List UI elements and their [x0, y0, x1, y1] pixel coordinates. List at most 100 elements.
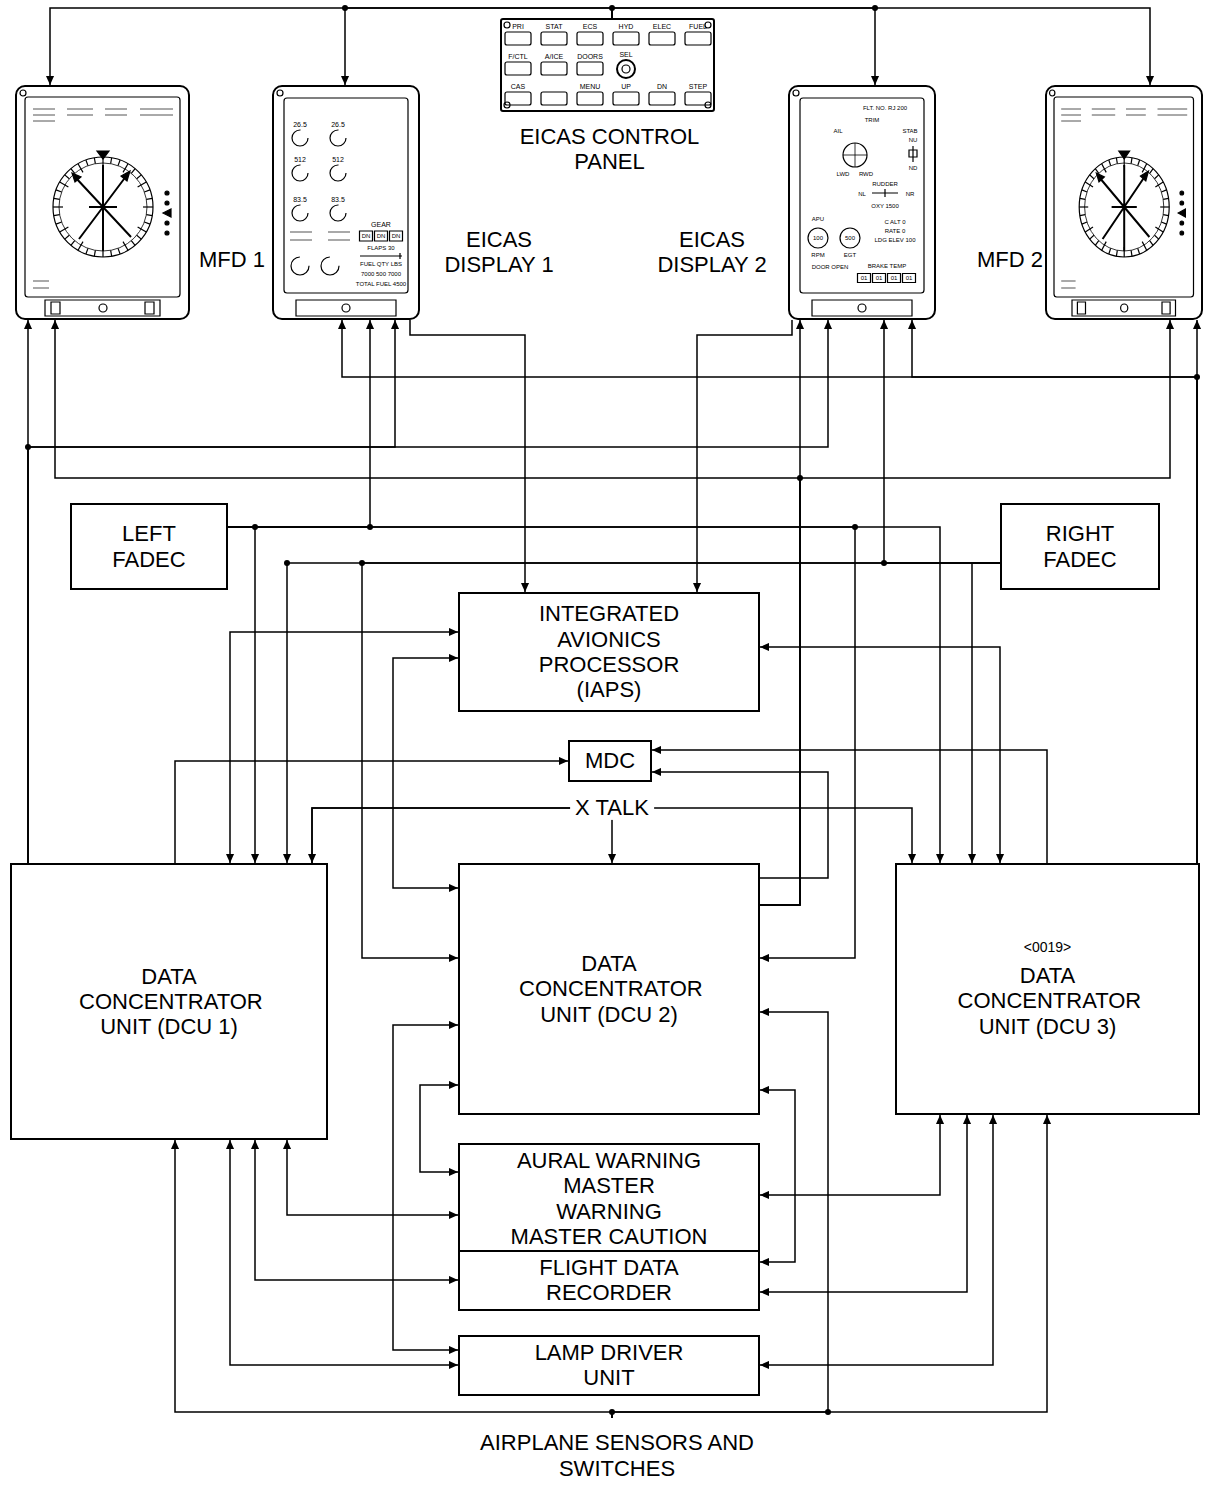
panel-button [577, 92, 603, 105]
dcu-box: DATA CONCENTRATOR UNIT (DCU 1) [10, 863, 328, 1140]
screen-readout-text: OXY 1500 [871, 203, 899, 209]
gauge [292, 165, 308, 181]
panel-button [613, 32, 639, 45]
node-title: AURAL WARNING MASTER WARNING MASTER CAUT… [509, 1148, 709, 1249]
connector-line [760, 320, 1170, 905]
node-title: EICAS DISPLAY 1 [424, 227, 574, 278]
connector-line [1196, 320, 1198, 863]
screen-readout-text: 01 [891, 275, 898, 281]
connector-line [393, 658, 458, 888]
connector-line [393, 1025, 458, 1350]
bezel-knob [858, 304, 866, 312]
screen-readout-text: NR [906, 191, 915, 197]
gear-box [360, 231, 373, 241]
stab-scale [912, 146, 913, 162]
screw [277, 90, 283, 96]
screen-readout-text: 512 [332, 156, 344, 163]
screen-readout-text: 83.5 [293, 196, 307, 203]
screen-readout-text: 500 [845, 235, 855, 241]
connector-line [760, 1115, 967, 1292]
connector-line [697, 320, 792, 592]
screen-readout-text: 7000 500 7000 [361, 271, 401, 277]
screen-frame [284, 98, 408, 293]
panel-buttons [505, 32, 711, 105]
node-title: LEFT FADEC [84, 521, 214, 572]
screen-readout-text: RUDDER [872, 181, 898, 187]
screen-readout-text: STAB [902, 128, 917, 134]
connector-line [28, 320, 395, 863]
node-title: MFD 2 [975, 247, 1045, 272]
button-label: UP [621, 83, 631, 90]
panel-button [649, 32, 675, 45]
screw [793, 90, 799, 96]
gauge [292, 205, 308, 221]
button-label: A/ICE [545, 53, 563, 60]
recorder-box: FLIGHT DATA RECORDER [458, 1250, 760, 1311]
fadec-box: LEFT FADEC [70, 503, 228, 590]
bezel-strip [296, 300, 396, 316]
connector-line [760, 1115, 940, 1195]
gauge [292, 130, 308, 146]
screen-readout-text: BRAKE TEMP [868, 263, 907, 269]
gauge [330, 165, 346, 181]
control-panel: EICAS CONTROL PANEL [500, 18, 715, 112]
screen-readout-text: NL [858, 191, 866, 197]
connector-line [884, 320, 1000, 563]
connector-line [410, 320, 525, 592]
screen-readout-text: 83.5 [331, 196, 345, 203]
screen-readout-text: LDG ELEV 100 [874, 237, 915, 243]
screen-readout-text: TRIM [865, 117, 880, 123]
button-label: HYD [619, 23, 634, 30]
connector-line [760, 1090, 795, 1262]
processor-box: INTEGRATED AVIONICS PROCESSOR (IAPS) [458, 592, 760, 712]
gauge [330, 205, 346, 221]
button-label: STAT [546, 23, 563, 30]
screen-readout-text: DN [377, 233, 386, 239]
button-label: STEP [689, 83, 707, 90]
panel-button [505, 62, 531, 75]
panel-button [649, 92, 675, 105]
node-title: RIGHT FADEC [1010, 521, 1150, 572]
button-label: PRI [512, 23, 524, 30]
panel-button [685, 92, 711, 105]
button-label: CAS [511, 83, 525, 90]
gear-box [390, 231, 403, 241]
mfd-screen [20, 90, 180, 316]
button-label: SEL [619, 51, 632, 58]
node-title: AIRPLANE SENSORS AND SWITCHES [467, 1430, 767, 1481]
screen-readout-text: GEAR [371, 221, 391, 228]
connector-line [342, 320, 1197, 863]
mfd-screen [1050, 90, 1194, 316]
flap-scale [360, 253, 402, 259]
screen-frame [800, 98, 924, 293]
connector-line [287, 563, 1000, 863]
connector-line [28, 320, 828, 863]
trim-dial [843, 143, 867, 167]
gauge [291, 257, 309, 275]
screen-readout-text: EGT [844, 252, 856, 258]
panel-button [685, 32, 711, 45]
gauge [840, 228, 860, 248]
node-title: LAMP DRIVER UNIT [534, 1340, 684, 1391]
screen-readout-text: DN [362, 233, 371, 239]
connector-line [420, 1085, 458, 1172]
button-label: DOORS [577, 53, 603, 60]
mdc-box: MDC [568, 740, 652, 782]
connector-line [760, 1115, 993, 1365]
select-knob [617, 60, 635, 78]
button-label: ELEC [653, 23, 671, 30]
screen-readout-text: AIL [833, 128, 842, 134]
temp-box [903, 274, 916, 283]
fadec-box: RIGHT FADEC [1000, 503, 1160, 590]
button-label: ECS [583, 23, 597, 30]
panel-button [613, 92, 639, 105]
temp-box [873, 274, 886, 283]
panel-button [541, 62, 567, 75]
stab-pointer [909, 150, 917, 157]
screen-readout-text: ND [909, 165, 918, 171]
lamp-driver-box: LAMP DRIVER UNIT [458, 1335, 760, 1396]
node-title: MDC [585, 748, 635, 773]
screen-readout-text: FLAPS 30 [367, 245, 394, 251]
connector-line [255, 1140, 458, 1280]
